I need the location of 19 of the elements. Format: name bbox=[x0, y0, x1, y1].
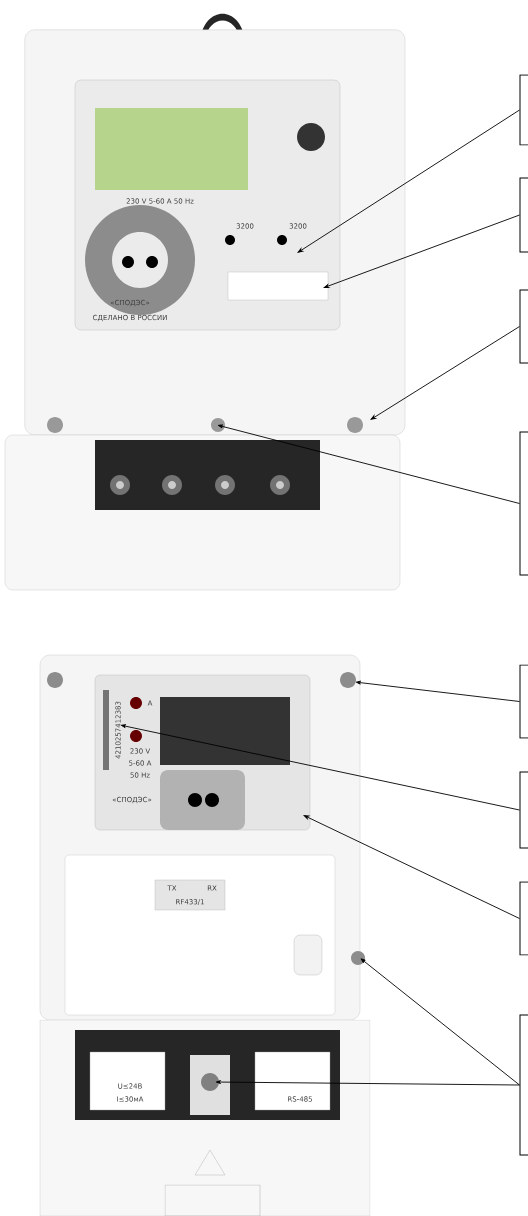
meter-drawing bbox=[39, 654, 371, 1216]
leader-arrow bbox=[323, 214, 520, 288]
leader-arrow bbox=[360, 958, 520, 1086]
answer-box bbox=[519, 1014, 528, 1156]
answer-box bbox=[519, 431, 528, 576]
leader-arrow bbox=[120, 724, 520, 811]
answer-box bbox=[519, 771, 528, 849]
leader-arrow bbox=[303, 815, 520, 919]
answer-box bbox=[519, 289, 528, 364]
leader-arrow bbox=[370, 326, 520, 420]
answer-box bbox=[519, 664, 528, 739]
leader-arrow bbox=[215, 1080, 520, 1086]
meter-drawing bbox=[4, 13, 406, 591]
answer-box bbox=[519, 177, 528, 253]
leader-arrow bbox=[355, 680, 520, 702]
answer-box bbox=[519, 881, 528, 956]
leader-arrow bbox=[297, 109, 520, 253]
answer-box bbox=[519, 74, 528, 146]
leader-arrow bbox=[217, 424, 520, 504]
